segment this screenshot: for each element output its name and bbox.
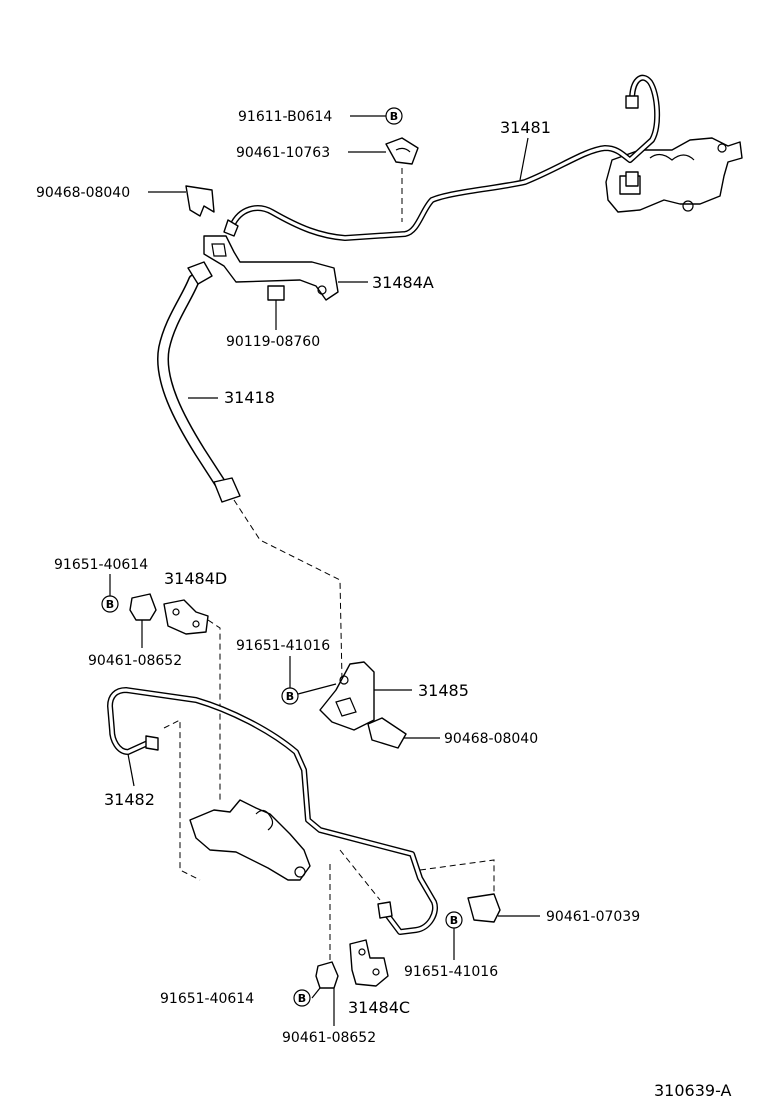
label-90468-08040-mid: 90468-08040 xyxy=(444,731,538,747)
bolt-90119-08760 xyxy=(267,285,285,312)
label-91651-41016-bot: 91651-41016 xyxy=(404,964,498,980)
clip-90468-08040-mid xyxy=(367,717,407,749)
label-91651-41016-mid: 91651-41016 xyxy=(236,638,330,654)
clip-90461-08652-bot xyxy=(315,961,339,989)
clip-90468-08040-top xyxy=(185,185,215,217)
b-marker-1: B xyxy=(385,107,403,125)
label-31484c: 31484C xyxy=(348,998,410,1017)
label-31484d: 31484D xyxy=(164,569,227,588)
label-90461-08652-bot: 90461-08652 xyxy=(282,1030,376,1046)
bracket-31484d xyxy=(163,599,209,635)
hose-31418 xyxy=(157,261,241,503)
clip-90461-10763 xyxy=(385,137,419,165)
svg-text:B: B xyxy=(298,992,306,1005)
pipe-31482 xyxy=(107,687,438,935)
clip-90461-08652-top xyxy=(129,593,157,621)
label-31482: 31482 xyxy=(104,790,155,809)
label-31485: 31485 xyxy=(418,681,469,700)
label-90119-08760: 90119-08760 xyxy=(226,334,320,350)
label-91611-b0614: 91611-B0614 xyxy=(238,109,332,125)
b-marker-5: B xyxy=(293,989,311,1007)
label-31481: 31481 xyxy=(500,118,551,137)
label-91651-40614-top: 91651-40614 xyxy=(54,557,148,573)
b-marker-2: B xyxy=(101,595,119,613)
b-marker-4: B xyxy=(445,911,463,929)
label-91651-40614-bot: 91651-40614 xyxy=(160,991,254,1007)
clip-90461-07039 xyxy=(467,893,501,923)
svg-text:B: B xyxy=(390,110,398,123)
b-marker-3: B xyxy=(281,687,299,705)
leader-lines xyxy=(109,115,540,1026)
release-cylinder xyxy=(189,799,311,881)
svg-text:B: B xyxy=(106,598,114,611)
label-31484a: 31484A xyxy=(372,273,434,292)
bracket-31484c xyxy=(349,939,389,987)
bracket-31485 xyxy=(319,661,375,731)
label-90468-08040-top: 90468-08040 xyxy=(36,185,130,201)
label-90461-10763: 90461-10763 xyxy=(236,145,330,161)
svg-text:B: B xyxy=(286,690,294,703)
label-90461-08652-top: 90461-08652 xyxy=(88,653,182,669)
svg-text:B: B xyxy=(450,914,458,927)
diagram-id: 310639-A xyxy=(654,1081,732,1100)
bracket-31484a xyxy=(203,235,339,301)
pipe-31481 xyxy=(223,74,660,241)
label-90461-07039: 90461-07039 xyxy=(546,909,640,925)
label-31418: 31418 xyxy=(224,388,275,407)
